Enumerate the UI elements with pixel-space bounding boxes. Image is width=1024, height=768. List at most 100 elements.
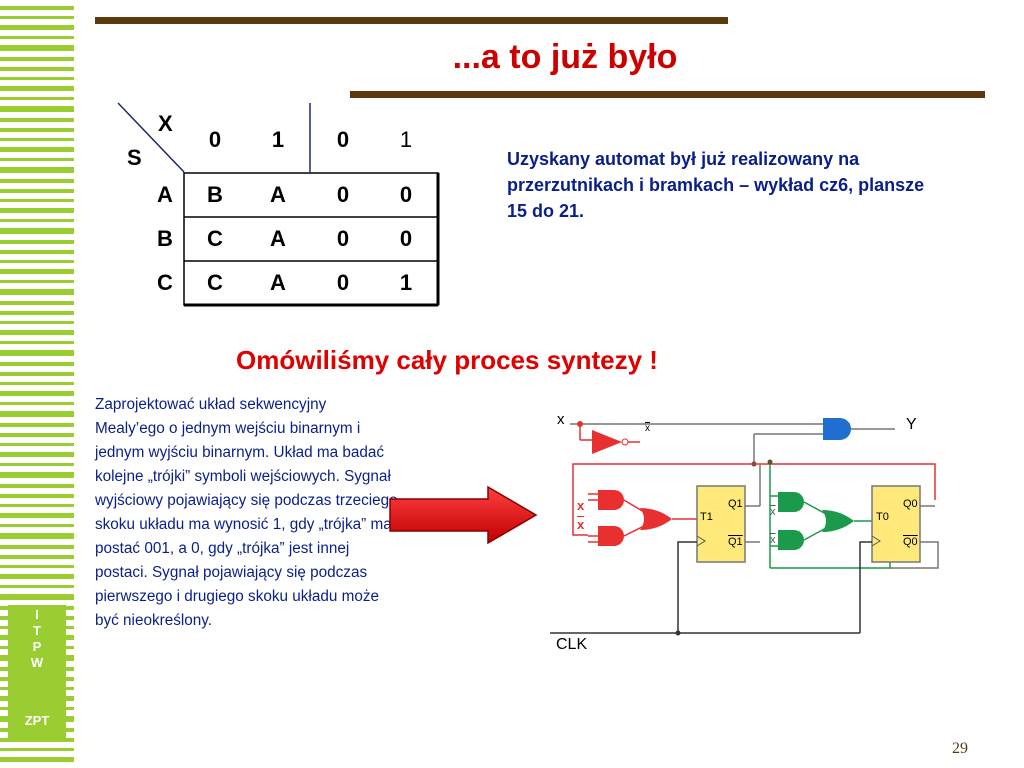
sidebar-stripe [0,189,74,193]
col-header: 1 [271,127,285,152]
table-cell: 0 [336,270,350,295]
sidebar-stripe [0,484,74,488]
table-cell: 1 [399,270,413,295]
mid-input-label: x [770,506,776,518]
ff0-qbar-label: Q0 [903,536,918,548]
sidebar-stripe [0,36,74,39]
sidebar-stripe [0,86,74,91]
sidebar-stripe [0,402,74,405]
sidebar-stripe [0,545,74,549]
sidebar-stripe [0,97,74,100]
sidebar-stripe [0,138,74,141]
sidebar-stripe [0,269,74,274]
sidebar-stripe [0,757,74,762]
row-state: A [157,182,173,207]
table-cell: 0 [336,226,350,251]
col-header-label: X [158,111,173,136]
slide-title: ...a to już było [452,38,678,76]
table-cell: C [207,270,223,295]
badge-zpt: ZPT [24,713,50,728]
circuit-input-neg-label: x [645,423,650,434]
sidebar-stripe [0,748,74,751]
task-paragraph: Zaprojektować układ sekwencyjny Mealy’eg… [95,396,398,629]
table-lines [117,102,440,307]
sidebar-stripe [0,472,74,478]
table-cell: 0 [399,182,413,207]
itpw-badge: I T P W ZPT [8,605,66,740]
sidebar-stripe [0,301,74,305]
table-cell: A [270,270,286,295]
ff1-qbar-label: Q1 [728,536,743,548]
sidebar-stripe [0,199,74,202]
badge-letter: P [32,639,42,654]
sidebar-stripe [0,118,74,122]
red-arrow-icon [389,485,538,545]
left-input-label: x [577,517,585,532]
sidebar-stripe [0,289,74,295]
col-header: 1 [399,127,413,152]
sidebar-stripe [0,452,74,457]
badge-letter: T [33,623,41,638]
col-header: 0 [208,127,222,152]
sidebar-stripe [0,574,74,579]
table-cell: B [207,182,223,207]
table-cell: A [270,226,286,251]
table-cell: 0 [399,226,413,251]
sidebar-stripe [0,382,74,385]
sidebar-stripe [0,77,74,80]
sidebar-stripe [0,57,74,61]
ff0-q-label: Q0 [903,498,918,510]
sidebar-stripe [0,423,74,427]
table-cell: 0 [336,182,350,207]
sidebar-stripe [0,167,74,173]
sidebar-stripe [0,228,74,234]
sidebar-stripe [0,504,74,507]
badge-letter: I [35,607,39,622]
sidebar-stripe [0,250,74,254]
sidebar-stripe [0,106,74,112]
sidebar-stripe [0,463,74,466]
sidebar-stripe [0,565,74,568]
sidebar-stripe [0,738,74,742]
row-state: B [157,226,173,251]
circuit-input-label: x [557,411,565,428]
sidebar-stripe [0,411,74,417]
ff1-q-label: Q1 [728,498,743,510]
and-gate-output [823,418,851,440]
sidebar-stripe [0,147,74,152]
circuit-diagram [550,418,939,636]
title-bar-top [95,17,728,24]
sidebar-stripe [0,555,74,559]
sidebar-stripe [0,25,74,30]
sidebar-stripe [0,260,74,263]
sidebar-stripe [0,240,74,244]
sidebar-stripe [0,391,74,396]
badge-letter: W [30,655,44,670]
sidebar-stripe [0,280,74,283]
sidebar-stripe [0,585,74,588]
sidebar-stripe [0,362,74,366]
circuit-output-label: Y [906,416,917,433]
sidebar-stripe [0,45,74,51]
title-bar-bottom [350,91,985,98]
sidebar-stripe [0,350,74,356]
row-state: C [157,270,173,295]
sidebar-stripe [0,330,74,335]
sidebar-stripe [0,208,74,213]
sidebar-stripe [0,311,74,315]
sidebar-stripe [0,158,74,161]
sidebar-stripe [0,594,74,600]
table-cell: C [207,226,223,251]
ff0-t-label: T0 [876,511,889,523]
sidebar-stripe [0,513,74,518]
sidebar-stripe [0,341,74,344]
sidebar-stripe [0,433,74,437]
subtitle: Omówiliśmy cały proces syntezy ! [236,345,658,375]
description-text: Uzyskany automat był już realizowany na … [507,149,925,221]
sidebar-stripe [0,128,74,132]
circuit-clk-label: CLK [556,636,588,653]
sidebar-stripe [0,16,74,19]
ff1-t-label: T1 [700,511,713,523]
sidebar-stripe [0,179,74,183]
sidebar-stripe [0,533,74,539]
